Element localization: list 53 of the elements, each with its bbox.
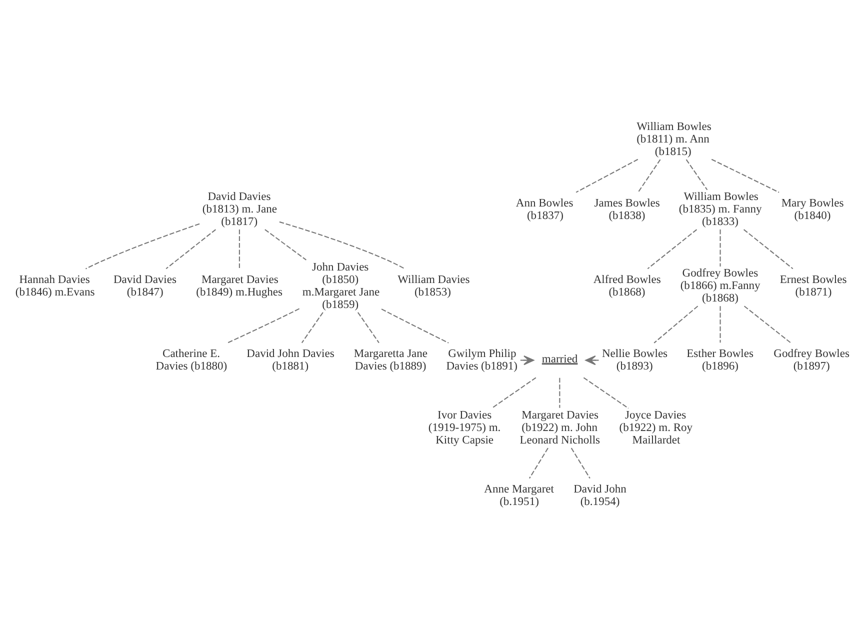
connector xyxy=(711,158,780,192)
node-text: John Davies (b1850) m.Margaret Jane (b1859) xyxy=(302,260,380,310)
connector xyxy=(686,158,708,190)
node-text: Ivor Davies (1919-1975) m. Kitty Capsie xyxy=(428,409,501,446)
connector xyxy=(238,229,240,268)
connector xyxy=(583,376,629,408)
connector xyxy=(570,447,590,478)
node-text: Gwilym Philip Davies (b1891) xyxy=(446,347,518,372)
connector xyxy=(559,377,560,408)
node-text: Anne Margaret (b.1951) xyxy=(484,483,554,508)
node-text: Ernest Bowles (b1871) xyxy=(780,273,847,298)
connector xyxy=(166,228,216,269)
connector xyxy=(491,376,536,408)
connector xyxy=(743,228,794,269)
connector xyxy=(227,308,300,343)
connector xyxy=(357,312,380,343)
node-text: David Davies (b1847) xyxy=(113,273,176,298)
node-text: Margaret Davies (b1922) m. John Leonard Nicholls xyxy=(520,409,600,446)
connector xyxy=(301,312,324,343)
node-text: James Bowles (b1838) xyxy=(594,196,660,222)
connector xyxy=(381,308,449,343)
arrow xyxy=(585,354,599,365)
connector xyxy=(720,306,721,342)
node-text: William Bowles (b1811) m. Ann (b1815) xyxy=(636,120,712,158)
node-text: Margaretta Jane Davies (b1889) xyxy=(354,347,428,372)
node-text: David Davies (b1813) m. Jane (b1817) xyxy=(202,190,277,228)
connector xyxy=(720,229,721,266)
node-text: William Bowles (b1835) m. Fanny (b1833) xyxy=(678,190,762,228)
node-text: married xyxy=(542,352,578,365)
connector xyxy=(264,228,306,260)
node-text: Mary Bowles (b1840) xyxy=(781,196,844,222)
node-text: Joyce Davies (b1922) m. Roy Maillardet xyxy=(619,409,693,446)
connector xyxy=(744,305,792,343)
node-text: David John Davies (b1881) xyxy=(246,347,334,372)
connector xyxy=(647,228,698,269)
node-text: Esther Bowles (b1896) xyxy=(686,347,754,372)
connector xyxy=(528,447,548,478)
node-text: Nellie Bowles (b1893) xyxy=(602,347,668,372)
connector xyxy=(638,158,661,192)
node-text: Catherine E. Davies (b1880) xyxy=(156,347,228,372)
node-text: David John (b.1954) xyxy=(574,483,626,508)
connector xyxy=(85,222,200,269)
node-text: Hannah Davies (b1846) m.Evans xyxy=(15,273,95,298)
node-text: Margaret Davies (b1849) m.Hughes xyxy=(196,273,283,298)
node-text: William Davies (b1853) xyxy=(398,273,470,298)
arrow xyxy=(520,354,534,365)
node-text: Godfrey Bowles (b1866) m.Fanny (b1868) xyxy=(680,267,760,304)
connector xyxy=(279,220,406,269)
connector xyxy=(654,305,698,343)
node-text: Alfred Bowles (b1868) xyxy=(593,273,661,298)
node-text: Ann Bowles (b1837) xyxy=(516,196,574,222)
node-text: Godfrey Bowles (b1897) xyxy=(774,347,850,372)
connector xyxy=(576,158,638,192)
